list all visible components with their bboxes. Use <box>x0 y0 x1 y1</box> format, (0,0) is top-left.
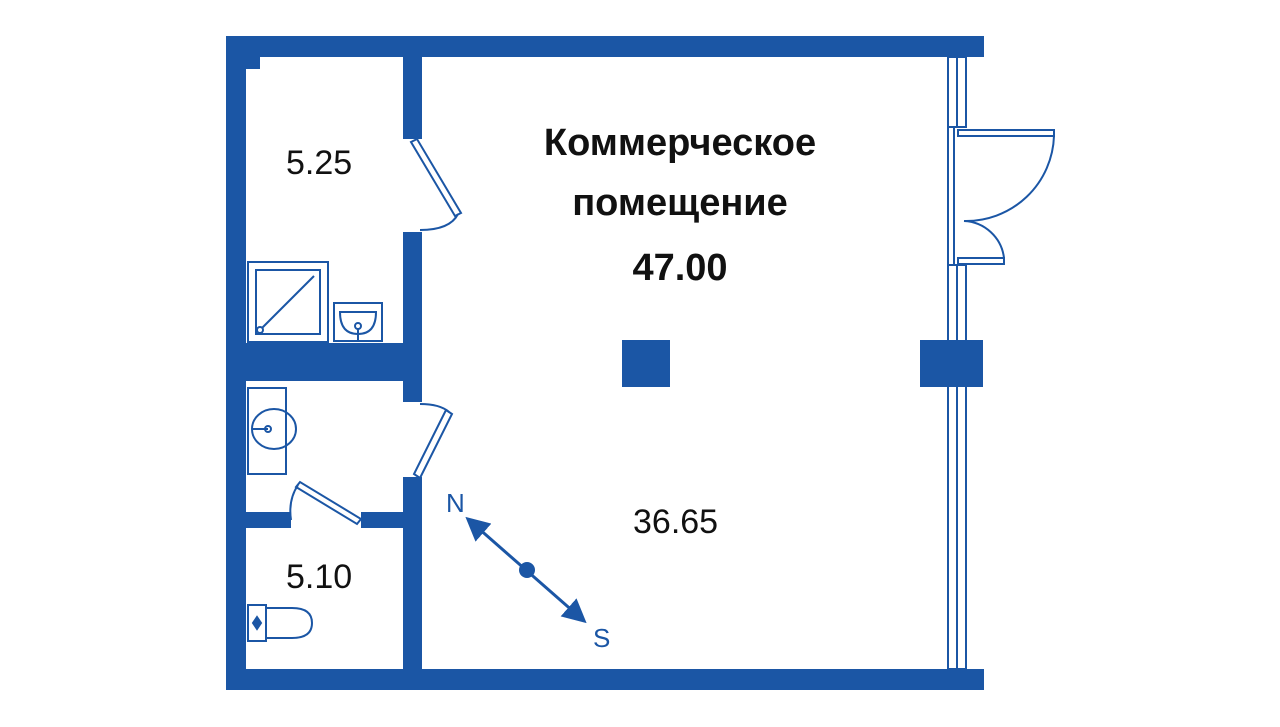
shower-tray-inner <box>255 269 321 335</box>
sink-upper-drain <box>354 322 362 330</box>
door-opening-frame <box>947 126 955 266</box>
partition-upper <box>403 57 422 139</box>
entrance-door-leaf-bottom <box>957 257 1005 265</box>
shower-tray-outer <box>247 261 329 343</box>
bathroom-door-leaf <box>412 408 454 480</box>
wc-area-label: 5.10 <box>286 558 353 596</box>
sink-lower-counter <box>247 387 287 475</box>
partition-lower <box>403 477 422 669</box>
sink-upper <box>333 302 383 342</box>
sink-lower <box>247 387 297 475</box>
total-area-label: 47.00 <box>632 247 728 289</box>
left-wall <box>226 36 246 690</box>
premises-title-line-1: Коммерческое <box>543 122 817 164</box>
utility-door-leaf <box>409 137 463 218</box>
toilet-button <box>251 615 263 631</box>
bathroom-divider-wall <box>246 343 403 381</box>
utility-door-swing <box>419 213 459 231</box>
premises-title-line-2: помещение <box>572 182 788 224</box>
compass-rose <box>465 516 587 624</box>
bathroom-door-swing <box>419 403 450 413</box>
compass-arrow-south <box>525 568 587 624</box>
compass-south-label: S <box>593 623 611 653</box>
toilet-bowl <box>265 607 314 639</box>
bottom-wall <box>226 669 984 690</box>
outer-walls <box>226 36 984 690</box>
utility-area-label: 5.25 <box>286 144 353 182</box>
top-wall <box>226 36 984 57</box>
shower-tray-diagonal <box>261 275 315 329</box>
compass-north-label: N <box>446 488 465 518</box>
main-area-label: 36.65 <box>633 503 719 541</box>
interior-doors <box>289 137 463 526</box>
column-right <box>920 340 983 387</box>
wc-door-swing <box>289 484 299 521</box>
wc-divider-wall-right <box>361 512 403 528</box>
entrance-double-door <box>957 129 1055 265</box>
column-center <box>622 340 670 387</box>
wc-door-leaf <box>294 480 363 526</box>
entrance-door-leaf-top <box>957 129 1055 137</box>
entrance-door-swing-bottom <box>963 220 1005 259</box>
compass-arrow-north <box>465 516 527 572</box>
shower-drain <box>256 326 264 334</box>
toilet <box>247 604 314 642</box>
top-left-corner-notch <box>246 57 260 69</box>
compass-center-dot <box>519 562 535 578</box>
wc-divider-wall-left <box>246 512 291 528</box>
shower-cabin <box>247 261 329 343</box>
partition-middle <box>403 232 422 402</box>
entrance-door-swing-top <box>963 135 1055 223</box>
sink-lower-drain <box>264 425 272 433</box>
interior-walls <box>246 57 983 669</box>
